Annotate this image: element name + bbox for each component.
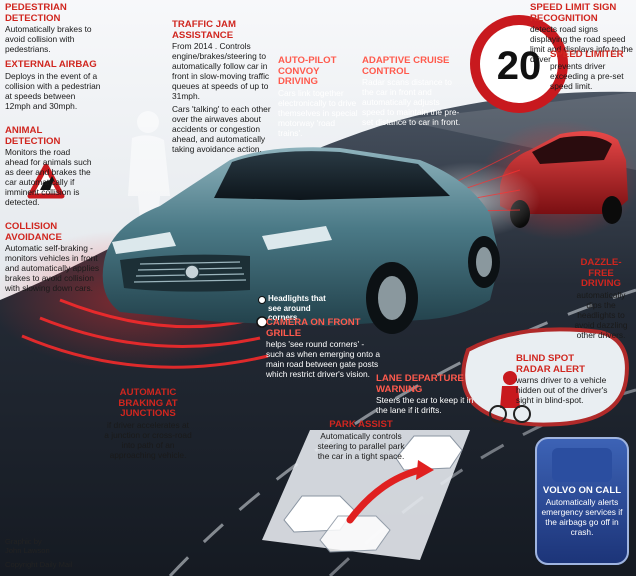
feature-body: Monitors the road ahead for animals such… — [5, 147, 92, 207]
feature-title: LANE DEPARTURE WARNING — [376, 373, 464, 395]
credit-graphic-by: Graphic by — [5, 537, 42, 546]
feature-body: Automatic self-braking - monitors vehicl… — [5, 243, 100, 293]
feature-dazzle-free: DAZZLE-FREE DRIVING automatically dips t… — [568, 257, 634, 340]
feature-body: detects road signs displaying the road s… — [530, 24, 633, 64]
feature-body: Automatically alerts emergency services … — [541, 496, 623, 537]
feature-title: ADAPTIVE CRUISE CONTROL — [362, 55, 450, 77]
feature-title: COLLISION AVOIDANCE — [5, 221, 62, 243]
feature-title: AUTO-PILOT CONVOY DRIVING — [278, 55, 337, 87]
feature-title: SPEED LIMIT SIGN RECOGNITION — [530, 2, 617, 24]
feature-title: PEDESTRIAN DETECTION — [5, 2, 67, 24]
feature-body: Deploys in the event of a collision with… — [5, 70, 101, 111]
pedestrian-silhouette — [128, 111, 170, 244]
blind-spot-mirror — [461, 327, 629, 427]
feature-title: VOLVO ON CALL — [542, 485, 622, 496]
feature-body: Automatically brakes to avoid collision … — [5, 24, 92, 54]
headlight-pointer — [258, 296, 266, 304]
feature-lane-departure: LANE DEPARTURE WARNING Steers the car to… — [376, 373, 484, 415]
feature-headlights: Headlights that see around corners — [268, 294, 326, 322]
feature-camera-grille: CAMERA ON FRONT GRILLE helps 'see round … — [266, 317, 384, 379]
feature-body: helps 'see round corners' - such as when… — [266, 339, 381, 379]
feature-adaptive-cruise-control: ADAPTIVE CRUISE CONTROL Radar scans dist… — [362, 55, 462, 127]
speed-limit-sign: 20 — [470, 15, 568, 113]
camera-pointer — [256, 316, 268, 328]
feature-body: Steers the car to keep it in the lane if… — [376, 395, 474, 415]
deer-warning-sign — [27, 163, 65, 199]
feature-speed-limit-recognition: SPEED LIMIT SIGN RECOGNITION detects roa… — [530, 2, 634, 64]
feature-title: BLIND SPOT RADAR ALERT — [516, 353, 585, 375]
credit-author: John Lawson — [5, 546, 50, 555]
feature-title: PARK ASSIST — [329, 419, 393, 430]
feature-body: if driver accelerates at a junction or c… — [104, 419, 192, 460]
feature-body: Radar scans distance to the car in front… — [362, 77, 461, 127]
feature-body-secondary: Cars 'talking' to each other over the ai… — [172, 104, 271, 154]
feature-title: TRAFFIC JAM ASSISTANCE — [172, 19, 236, 41]
feature-park-assist: PARK ASSIST Automatically controls steer… — [316, 419, 406, 461]
feature-blind-spot: BLIND SPOT RADAR ALERT warns driver to a… — [516, 353, 608, 405]
feature-body: Automatically controls steering to paral… — [317, 430, 405, 461]
feature-speed-limiter: SPEED LIMITER prevents driver exceeding … — [550, 49, 634, 91]
feature-title: DAZZLE-FREE DRIVING — [580, 257, 622, 289]
feature-body: prevents driver exceeding a pre-set spee… — [550, 60, 624, 91]
speed-limit-number: 20 — [497, 44, 542, 88]
volvo-on-call-box — [535, 437, 629, 565]
feature-body: warns driver to a vehicle hidden out of … — [516, 375, 608, 405]
park-assist-illustration — [262, 430, 470, 560]
credits: Graphic by John Lawson Copyright Daily M… — [5, 537, 95, 569]
feature-body: Cars link together electronically to dri… — [278, 87, 358, 138]
feature-body: From 2014 . Controls engine/brakes/steer… — [172, 41, 270, 101]
feature-title: ANIMAL DETECTION — [5, 125, 61, 147]
feature-collision-avoidance: COLLISION AVOIDANCE Automatic self-braki… — [5, 221, 109, 293]
feature-pedestrian-detection: PEDESTRIAN DETECTION Automatically brake… — [5, 2, 101, 54]
feature-title: AUTOMATIC BRAKING AT JUNCTIONS — [118, 387, 178, 419]
feature-auto-braking: AUTOMATIC BRAKING AT JUNCTIONS if driver… — [104, 387, 192, 460]
feature-title: SPEED LIMITER — [550, 49, 624, 60]
feature-title: EXTERNAL AIRBAG — [5, 59, 97, 70]
feature-auto-pilot: AUTO-PILOT CONVOY DRIVING Cars link toge… — [278, 55, 358, 138]
feature-volvo-on-call: VOLVO ON CALL Automatically alerts emerg… — [540, 485, 624, 537]
feature-animal-detection: ANIMAL DETECTION Monitors the road ahead… — [5, 125, 95, 207]
feature-title: CAMERA ON FRONT GRILLE — [266, 317, 361, 339]
feature-body: automatically dips the headlights to avo… — [574, 289, 628, 340]
feature-external-airbag: EXTERNAL AIRBAG Deploys in the event of … — [5, 59, 101, 111]
feature-traffic-jam-assistance: TRAFFIC JAM ASSISTANCE From 2014 . Contr… — [172, 19, 274, 154]
main-car — [102, 147, 500, 334]
credit-copyright: Copyright Daily Mail — [5, 560, 73, 569]
